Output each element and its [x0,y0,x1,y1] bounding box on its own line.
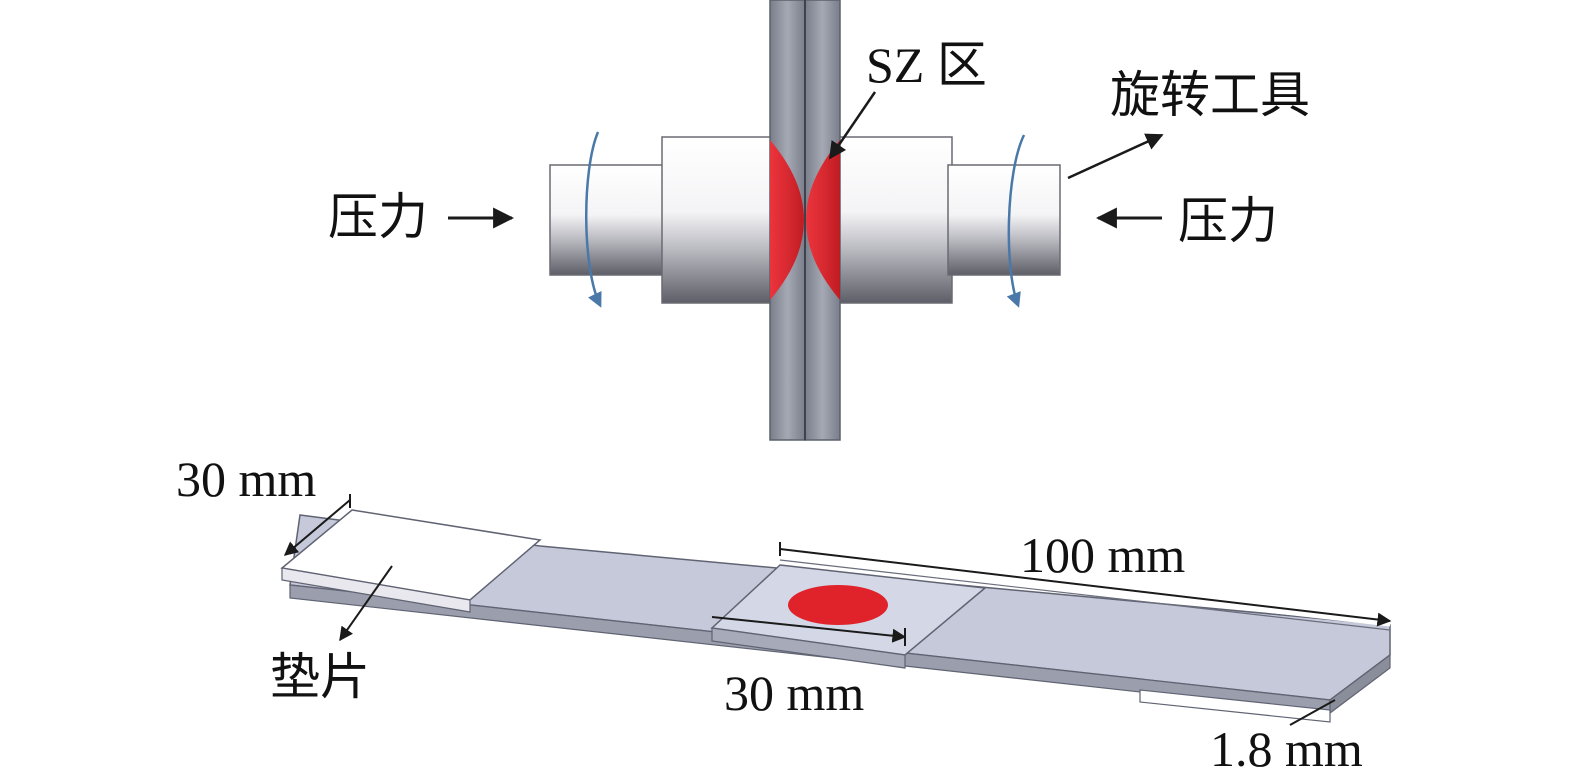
dimension-lines [283,494,1392,726]
thickness-leader [1289,699,1336,726]
tool-leader [1067,133,1164,180]
sz-leader [828,91,877,160]
right-tool-shoulder [829,136,953,304]
stir-zone-left [770,140,804,300]
stir-zone-highlight [770,140,840,300]
dim-weld-width [711,616,907,643]
left-tool-shoulder [661,136,783,304]
pressure-left-label: 压力 [328,188,428,246]
thickness-label: 1.8 mm [1210,721,1363,777]
gasket-label: 垫片 [270,648,370,706]
top-leader-lines [828,91,1164,180]
rotating-tool-assembly [549,136,1061,304]
stir-zone-right [806,140,840,300]
gasket-leader [339,565,393,642]
rotation-arrow-right [1006,134,1026,308]
rotating-tool-label: 旋转工具 [1110,66,1310,124]
dim-length [779,548,1392,627]
specimen-strip-end [1329,653,1391,715]
weld-spot [788,585,888,625]
pressure-right-label: 压力 [1178,192,1278,250]
bottom-pad [1139,689,1331,723]
rotation-arrows [585,131,1026,308]
rotation-arrow-left [585,131,602,308]
specimen [280,509,1391,723]
right-tool-shaft [947,164,1061,276]
top-width-label: 30 mm [176,451,317,507]
weld-width-label: 30 mm [724,665,865,721]
dim-top-width [283,499,351,556]
sz-zone-label: SZ 区 [866,37,987,93]
left-tool-shaft [549,164,669,276]
length-label: 100 mm [1020,527,1186,583]
